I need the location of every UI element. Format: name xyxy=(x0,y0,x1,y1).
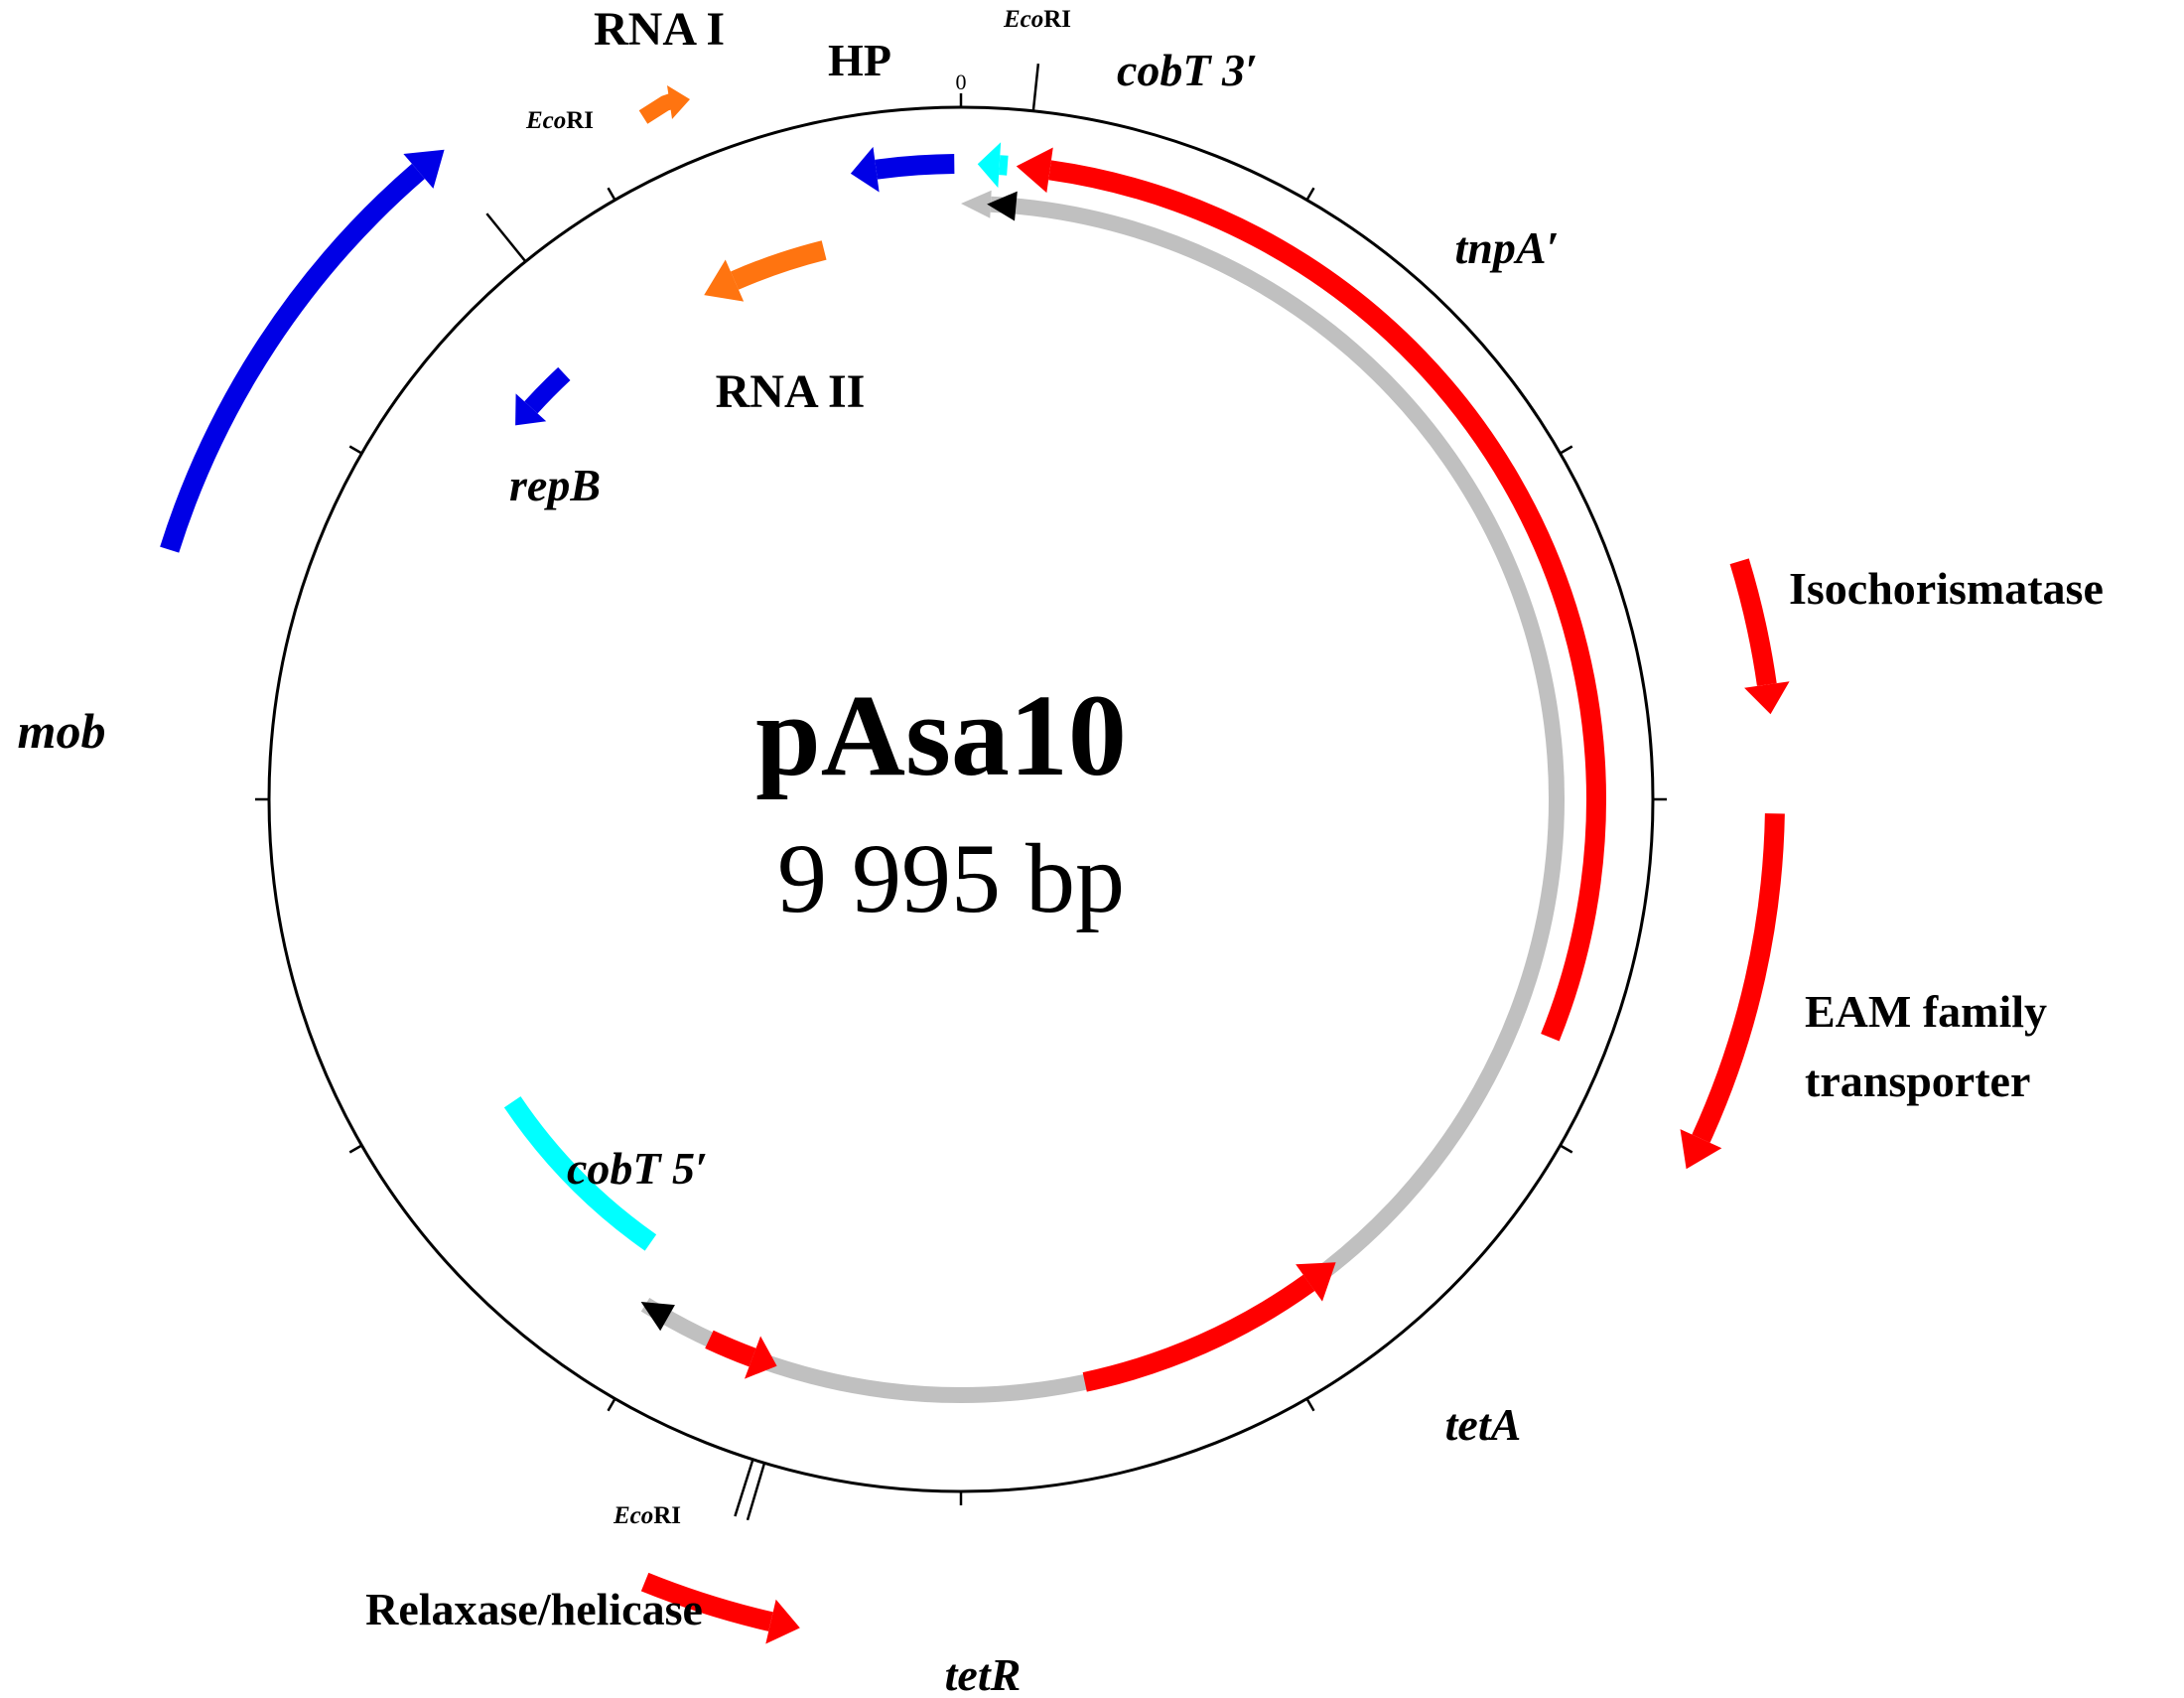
label-repb: repB xyxy=(509,460,601,510)
mob-arc xyxy=(160,163,425,553)
label-hp: HP xyxy=(828,35,891,85)
label-rna-i: RNA I xyxy=(594,3,725,56)
rna-ii-arc xyxy=(730,240,827,290)
label-mob: mob xyxy=(18,703,106,759)
tetr-arc xyxy=(640,1572,773,1631)
eam-transporter-arc-arrowhead xyxy=(1680,1129,1722,1170)
red-small-arc-arrowhead xyxy=(744,1336,777,1379)
ecori-top-site-line xyxy=(1031,63,1040,111)
grey-span-arc xyxy=(640,196,1565,1403)
scale-ticks xyxy=(255,93,1667,1505)
ecori-top-italic: Eco xyxy=(1003,6,1043,33)
mob-arc-arrowhead xyxy=(403,149,445,189)
repb-arc-arrowhead xyxy=(515,393,547,426)
tnpa-arc xyxy=(1048,160,1606,1042)
label-teta: tetA xyxy=(1445,1399,1522,1450)
label-tnpa: tnpA′ xyxy=(1455,222,1560,273)
teta-arc xyxy=(1082,1274,1315,1392)
zero-label: 0 xyxy=(956,70,967,94)
ecori-bottom-site-line xyxy=(746,1462,766,1521)
scale-tick xyxy=(1559,1144,1573,1154)
plasmid-size: 9 995 bp xyxy=(777,823,1125,933)
red-small-arc xyxy=(705,1330,756,1367)
eam-transporter-arc xyxy=(1692,813,1785,1143)
grey-arc-end-arrowhead xyxy=(640,1302,675,1332)
ecori-left-site-line xyxy=(485,212,527,263)
scale-tick xyxy=(348,1144,363,1154)
rna-i-arrowhead xyxy=(667,85,690,119)
label-cobt-3: cobT 3′ xyxy=(1117,45,1258,95)
ecori-bottom-site-line xyxy=(734,1459,754,1517)
isochorismatase-arc xyxy=(1729,558,1777,686)
ecori-bottom-rest: RI xyxy=(653,1502,681,1529)
label-tetr: tetR xyxy=(945,1649,1022,1698)
ecori-bottom-label: EcoRI xyxy=(613,1502,681,1529)
scale-tick xyxy=(1305,1397,1315,1412)
label-eam-line1: EAM family xyxy=(1805,986,2047,1037)
label-rna-ii: RNA II xyxy=(716,365,866,418)
isochorismatase-arc-arrowhead xyxy=(1744,681,1790,715)
label-cobt-5: cobT 5′ xyxy=(567,1143,708,1194)
tetr-arc-arrowhead xyxy=(765,1599,800,1644)
repb-arc xyxy=(524,366,571,414)
ecori-left-italic: Eco xyxy=(525,107,566,134)
label-eam-line2: transporter xyxy=(1805,1056,2030,1106)
scale-tick xyxy=(348,445,363,455)
hp-arc-arrowhead xyxy=(977,142,1002,189)
ecori-top-label: EcoRI xyxy=(1003,6,1071,33)
label-relaxase: Relaxase/helicase xyxy=(365,1584,703,1634)
ecori-top-rest: RI xyxy=(1043,6,1071,33)
ecori-left-label: EcoRI xyxy=(525,107,594,134)
hp-arc xyxy=(999,155,1009,176)
grey-span-arc-arrowhead xyxy=(961,190,992,218)
plasmid-name: pAsa10 xyxy=(755,670,1127,800)
scale-tick xyxy=(607,1397,616,1412)
ecori-bottom-italic: Eco xyxy=(613,1502,653,1529)
hp-blue-arc-arrowhead xyxy=(850,146,880,193)
label-isochorismatase: Isochorismatase xyxy=(1789,563,2104,614)
feature-arcs xyxy=(160,85,1790,1644)
rna-ii-arc-arrowhead xyxy=(704,259,745,302)
grey-arc-start-arrowhead xyxy=(987,191,1018,221)
teta-arc-arrowhead xyxy=(1296,1262,1336,1302)
ecori-left-rest: RI xyxy=(566,107,594,134)
hp-blue-arc xyxy=(875,154,955,180)
tnpa-arc-arrowhead xyxy=(1016,147,1053,194)
scale-tick xyxy=(607,187,616,202)
restriction-site-lines xyxy=(485,63,1040,1521)
scale-tick xyxy=(1305,187,1315,202)
cobt-5-arc xyxy=(503,1096,657,1251)
scale-tick xyxy=(1559,445,1573,455)
